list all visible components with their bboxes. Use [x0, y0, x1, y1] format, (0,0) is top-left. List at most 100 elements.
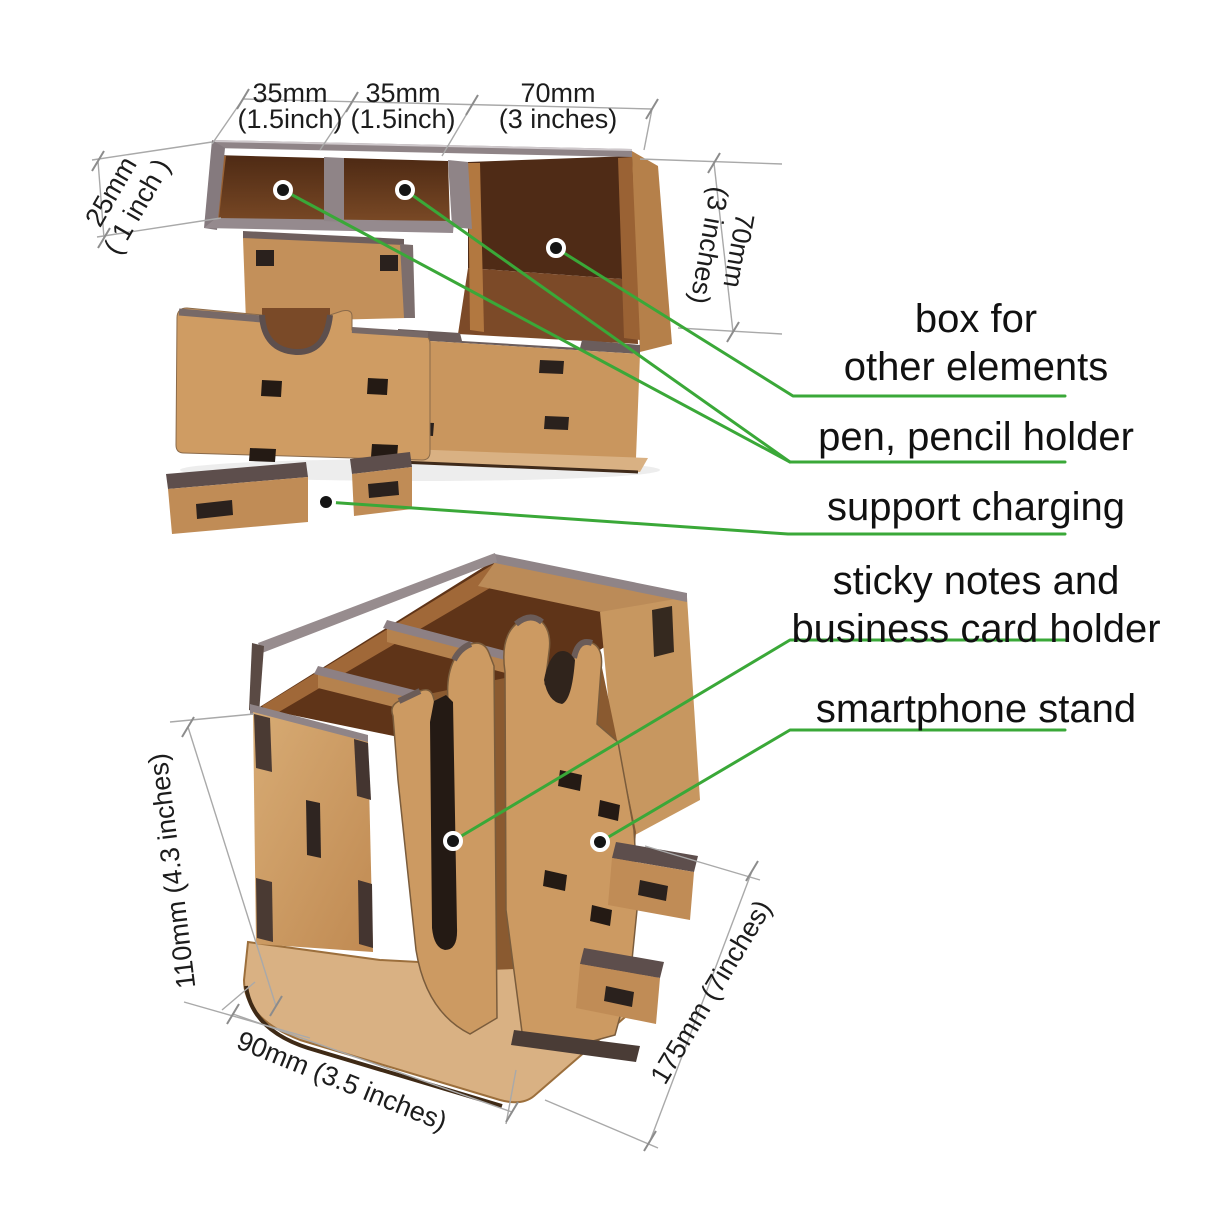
- tenon-hole: [261, 380, 282, 397]
- callout-line: business card holder: [791, 607, 1161, 651]
- ext-line: [643, 108, 653, 151]
- dim-line-height: [187, 726, 277, 1007]
- callout-label-sticky: sticky notes and business card holder: [790, 557, 1162, 653]
- ext-line: [644, 845, 761, 881]
- far-rim-edge: [495, 554, 687, 602]
- ext-line: [169, 713, 255, 723]
- ext-line: [91, 141, 213, 161]
- holder-panel-edge: [243, 231, 404, 247]
- callout-label-phone: smartphone stand: [790, 685, 1162, 733]
- dimension-ticks: [91, 88, 759, 1152]
- corner-tenon-strip: [358, 880, 373, 948]
- stand-foot-edge: [612, 842, 698, 872]
- tenon-hole: [196, 500, 233, 519]
- divider2-edge: [448, 160, 472, 229]
- dot-big-box: [546, 238, 566, 258]
- dim-value: 35mm: [365, 78, 441, 108]
- dim-line-width: [232, 1013, 513, 1113]
- callout-label-box: box for other elements: [790, 295, 1162, 391]
- bottom-view-photo: [242, 553, 700, 1108]
- tenon-hole: [249, 448, 276, 462]
- ext-line: [183, 1001, 311, 1039]
- ext-line: [96, 217, 222, 238]
- dot-charging-hole: [316, 492, 336, 512]
- ext-line: [544, 1099, 659, 1149]
- leader-lines: [281, 188, 1067, 844]
- holder-panel-side: [400, 244, 415, 318]
- bigbox-rightwall: [618, 157, 640, 340]
- callout-dots: [273, 180, 610, 852]
- tenon-hole: [590, 905, 612, 926]
- dim-value: 70mm: [520, 78, 596, 108]
- dim-unit: (1.5inch): [350, 104, 456, 134]
- foot-right-edge: [350, 452, 412, 474]
- corner-tenon-strip: [354, 739, 371, 800]
- corner-notch: [652, 606, 674, 657]
- dim-unit: (3 inches): [498, 104, 618, 134]
- dim-unit: (1.5inch): [237, 104, 343, 134]
- dim-line-length: [649, 870, 753, 1142]
- corner-tenon-strip: [254, 714, 272, 772]
- stand-edge-laminate: [351, 327, 429, 338]
- dot-phone-stand: [590, 832, 610, 852]
- leader-pen-2: [403, 188, 792, 464]
- divider-edge: [383, 620, 540, 668]
- holder-edge-laminate: [397, 641, 473, 704]
- stand-edge-laminate: [178, 308, 263, 323]
- callout-line: sticky notes and: [832, 559, 1120, 603]
- tenon-hole: [306, 800, 321, 858]
- tenon-hole: [368, 481, 399, 498]
- slot1-interior: [206, 155, 324, 227]
- bigbox-front-wall: [394, 339, 640, 458]
- dim-value: 35mm: [252, 78, 328, 108]
- tenon-hole: [539, 360, 564, 374]
- tenon-hole: [544, 416, 569, 430]
- callout-line: pen, pencil holder: [818, 415, 1134, 459]
- tenon-hole: [367, 378, 388, 395]
- leader-sticky: [451, 638, 1067, 843]
- stand-notch-laminate: [259, 314, 333, 356]
- dot-sticky-holder: [443, 831, 463, 851]
- stand-edge-laminate: [514, 614, 594, 659]
- stand-runner: [511, 1030, 640, 1062]
- corner-post: [249, 643, 264, 714]
- dim-label-slot2: 35mm (1.5inch): [323, 78, 483, 134]
- tenon-hole: [543, 870, 567, 891]
- leader-phone: [598, 728, 1067, 844]
- callout-label-pen: pen, pencil holder: [790, 413, 1162, 461]
- ext-line: [677, 327, 783, 335]
- tenon-hole: [380, 255, 398, 271]
- stand-foot-edge: [580, 948, 664, 978]
- leader-charging: [324, 500, 1067, 536]
- ext-line: [221, 981, 256, 1011]
- dot-pen-slot1: [273, 180, 293, 200]
- tenon-hole: [256, 250, 274, 266]
- dim-label-box-width: 70mm (3 inches): [478, 78, 638, 134]
- holder-panel: [243, 238, 407, 322]
- foot-left: [168, 477, 308, 534]
- holder-slot: [430, 695, 458, 950]
- callout-label-charging: support charging: [790, 483, 1162, 531]
- dim-line-box-depth: [713, 162, 734, 333]
- dot-pen-slot2: [395, 180, 415, 200]
- callout-line: smartphone stand: [815, 687, 1137, 731]
- rim-highlight: [211, 140, 633, 151]
- dim-line-wall-height: [97, 160, 105, 239]
- base-shadow-line: [375, 459, 639, 474]
- tenon-hole: [638, 880, 668, 901]
- left-rim: [204, 140, 225, 230]
- stand-hook-notch: [544, 651, 575, 704]
- dim-line-top-widths: [242, 98, 653, 110]
- bigbox-front-edge: [398, 329, 640, 354]
- callout-line: support charging: [827, 485, 1125, 529]
- foot-left-edge: [166, 462, 308, 489]
- corner-tenon-strip: [256, 878, 273, 942]
- bigbox-floor: [458, 268, 638, 344]
- stand-notch-interior: [262, 308, 330, 355]
- tenon-hole: [604, 986, 634, 1007]
- dimension-lines: [91, 98, 783, 1149]
- ext-line: [505, 1069, 517, 1125]
- callout-line: box for: [914, 297, 1038, 341]
